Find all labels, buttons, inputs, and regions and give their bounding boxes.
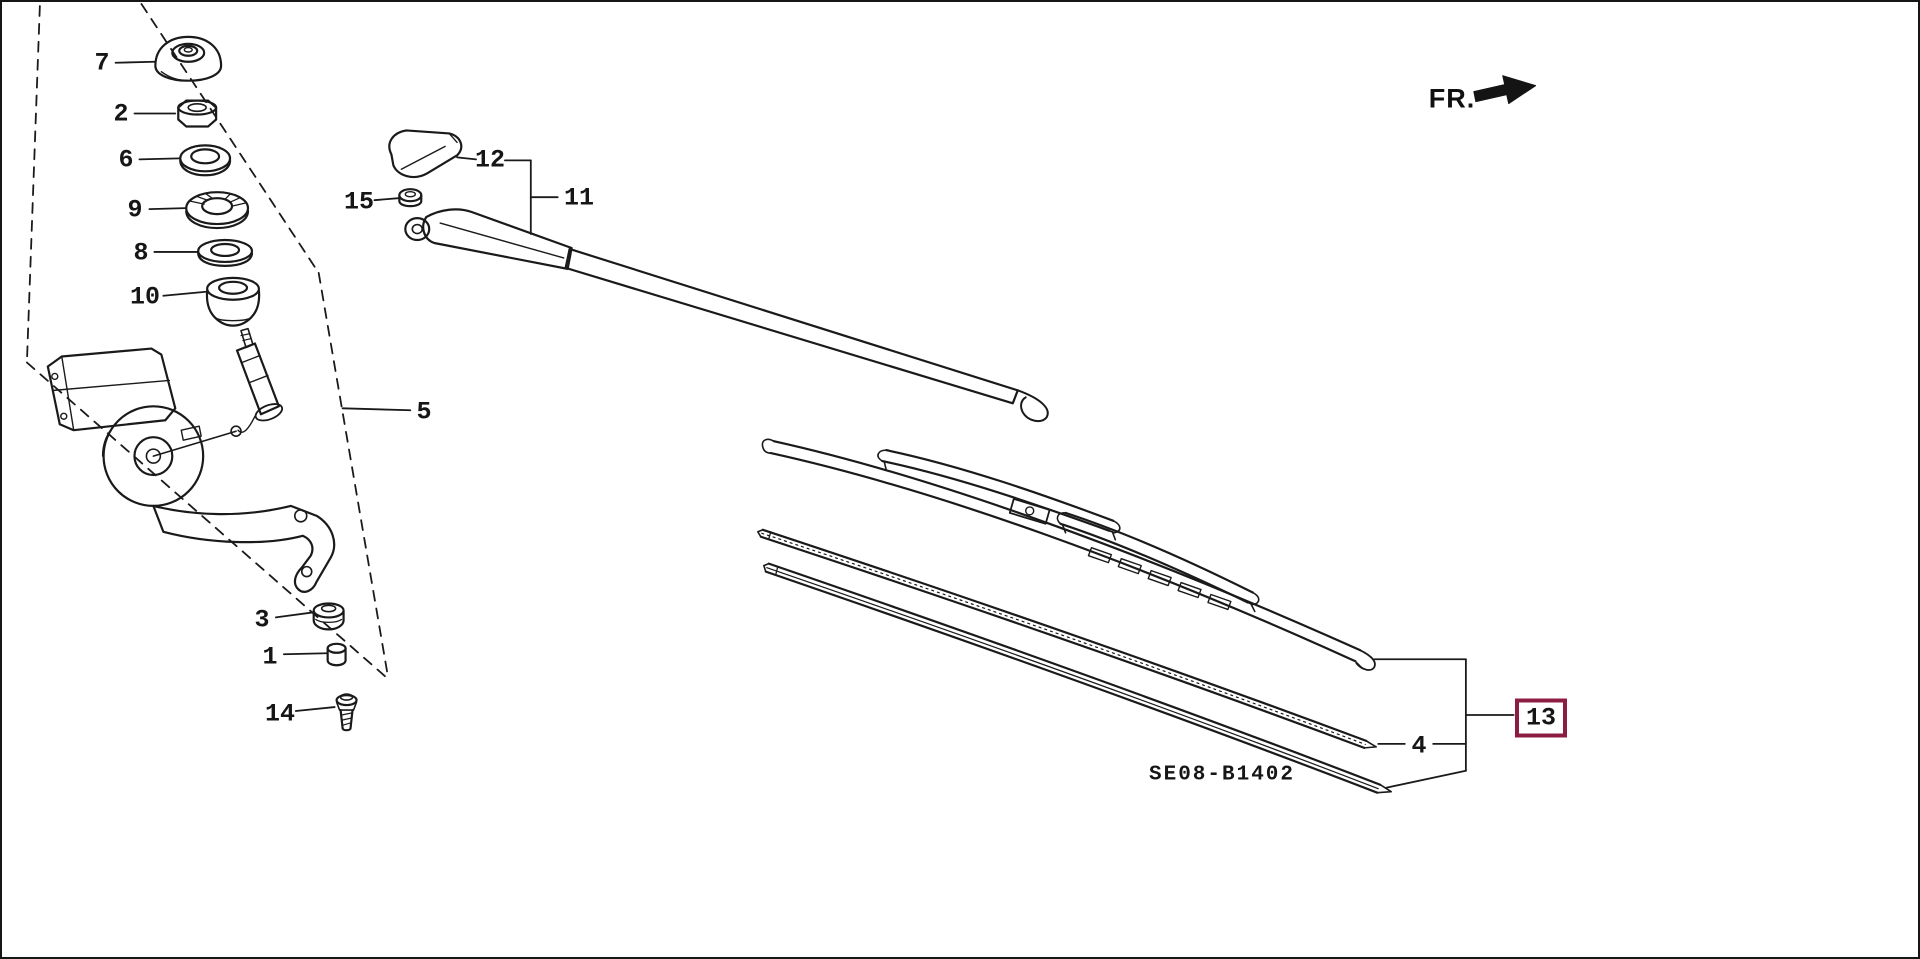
callout-5[interactable]: 5 xyxy=(416,397,432,427)
part-13-blade-assembly xyxy=(761,438,1376,671)
callout-2[interactable]: 2 xyxy=(113,99,129,129)
callout-13-box[interactable]: 13 xyxy=(1514,698,1568,738)
callout-11[interactable]: 11 xyxy=(563,183,595,213)
fr-direction-arrow-icon xyxy=(1473,75,1537,105)
part-15-arm-nut xyxy=(398,188,423,208)
fr-label: FR. xyxy=(1428,83,1476,114)
callout-3[interactable]: 3 xyxy=(254,605,270,635)
callout-6[interactable]: 6 xyxy=(118,145,134,175)
callout-8[interactable]: 8 xyxy=(133,238,149,268)
callout-15[interactable]: 15 xyxy=(343,187,375,217)
callout-13: 13 xyxy=(1525,703,1557,733)
part-9-bearing xyxy=(185,191,250,230)
part-1-cap-nut xyxy=(326,642,347,667)
callout-4[interactable]: 4 xyxy=(1405,733,1433,759)
part-6-washer xyxy=(179,144,232,177)
part-code-label: SE08-B1402 xyxy=(1148,763,1296,787)
callout-14[interactable]: 14 xyxy=(264,699,296,729)
part-4-blade-rubbers xyxy=(757,528,1392,794)
part-10-bushing xyxy=(205,276,261,327)
leader-lines xyxy=(114,60,1515,789)
callout-1[interactable]: 1 xyxy=(262,642,278,672)
callout-7[interactable]: 7 xyxy=(94,48,110,78)
part-12-arm-cover xyxy=(388,129,463,178)
callout-12[interactable]: 12 xyxy=(474,145,506,175)
part-14-screw xyxy=(335,693,358,732)
part-2-nut xyxy=(177,99,218,128)
construction-lines xyxy=(26,3,390,681)
part-3-grommet xyxy=(312,602,345,631)
part-11-wiper-arm xyxy=(404,208,1049,423)
part-5-wiper-motor xyxy=(46,327,336,593)
part-7-cap xyxy=(154,35,223,82)
part-8-washer xyxy=(197,238,254,267)
callout-9[interactable]: 9 xyxy=(127,195,143,225)
callout-10[interactable]: 10 xyxy=(129,282,161,312)
